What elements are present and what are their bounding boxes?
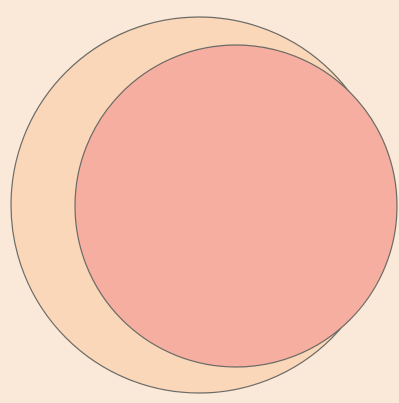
inner-circle xyxy=(75,45,397,367)
